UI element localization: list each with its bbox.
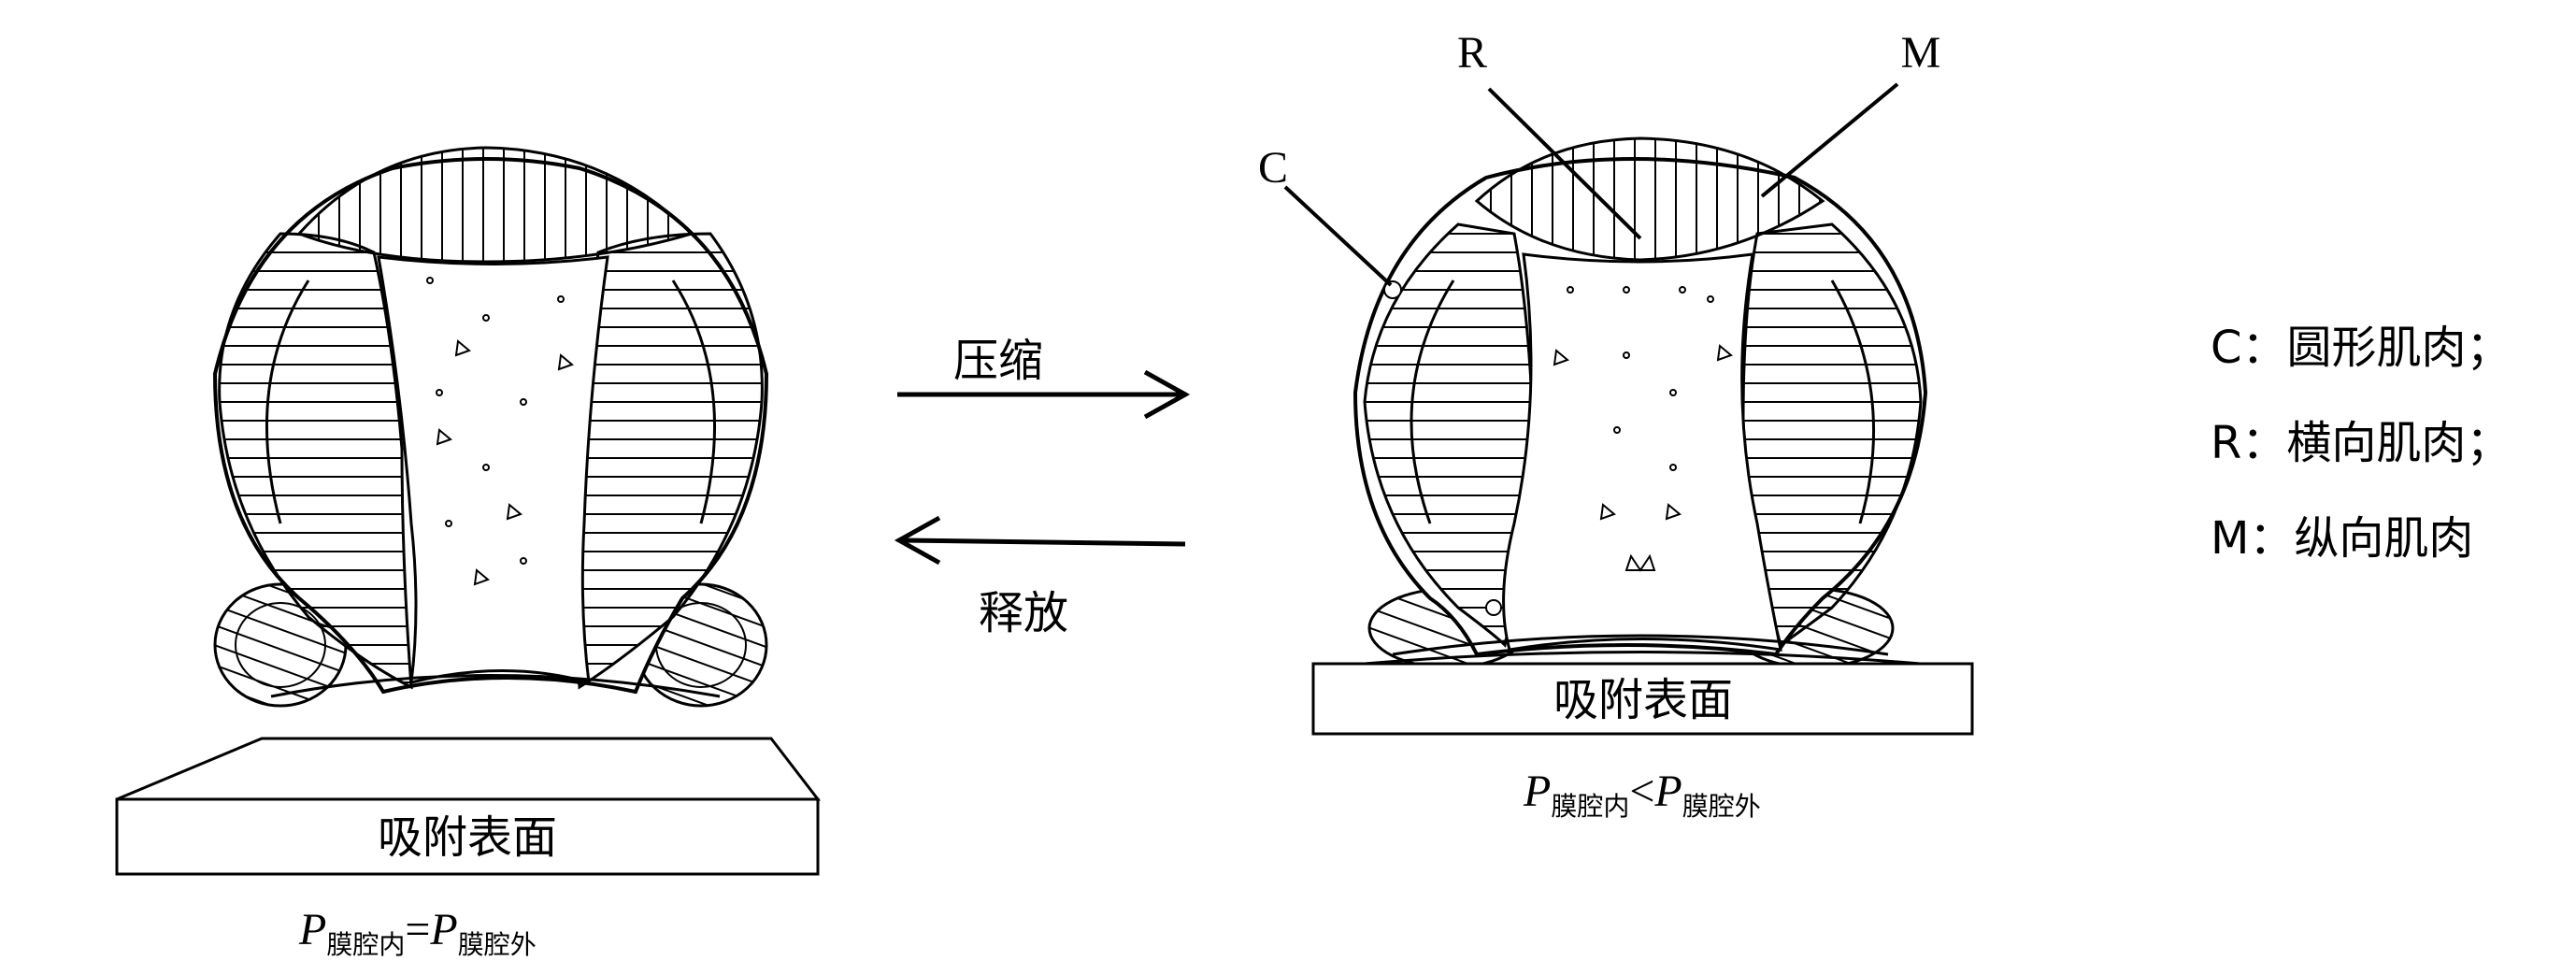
- right-cavity-dots: [1553, 286, 1733, 572]
- left-cavity: [377, 255, 609, 685]
- release-arrow: [894, 515, 1186, 566]
- right-pressure-formula: P膜腔内<P膜腔外: [1523, 767, 1761, 822]
- right-top-cap: [1474, 136, 1825, 262]
- right-c-marker: [1383, 280, 1402, 299]
- right-surface-label: 吸附表面: [1553, 674, 1733, 726]
- left-contact-edge: [270, 674, 721, 698]
- right-contact-edge: [1392, 634, 1889, 656]
- left-sucker: [212, 146, 769, 708]
- right-surface: 吸附表面: [1311, 651, 1974, 736]
- right-radial-muscle-right: [1741, 222, 1923, 648]
- right-cavity: [1502, 252, 1782, 652]
- left-pressure-formula: P膜腔内=P膜腔外: [298, 905, 537, 960]
- callout-m-label: M: [1901, 28, 1941, 78]
- left-radial-muscle-left: [218, 232, 413, 690]
- left-cavity-dots: [426, 277, 574, 586]
- left-surface-block: [115, 797, 820, 876]
- left-surface: 吸附表面: [115, 737, 822, 876]
- right-surface-top: [1312, 651, 1973, 670]
- left-surface-top: [116, 737, 822, 801]
- legend: C：圆形肌肉； R：横向肌肉； M：纵向肌肉: [2211, 322, 2512, 565]
- callout-r: R: [1457, 28, 1642, 240]
- right-surface-block: [1311, 662, 1974, 736]
- release-label: 释放: [979, 587, 1068, 639]
- callout-c-label: C: [1258, 143, 1288, 193]
- callout-r-label: R: [1457, 28, 1487, 78]
- callout-c: C: [1258, 143, 1393, 287]
- legend-item-m: M：纵向肌肉: [2211, 512, 2473, 565]
- compress-label: 压缩: [953, 335, 1043, 387]
- legend-item-r: R：横向肌肉；: [2211, 417, 2511, 469]
- right-sucker: [1352, 136, 1928, 669]
- callout-m: M: [1760, 28, 1941, 198]
- left-surface-label: 吸附表面: [378, 811, 557, 864]
- left-top-cap: [296, 146, 694, 264]
- left-circular-muscle: [265, 280, 717, 524]
- right-circular-muscle: [1410, 280, 1876, 524]
- legend-item-c: C：圆形肌肉；: [2211, 322, 2512, 374]
- compress-arrow: [897, 369, 1191, 420]
- right-c-marker-lower: [1485, 599, 1502, 616]
